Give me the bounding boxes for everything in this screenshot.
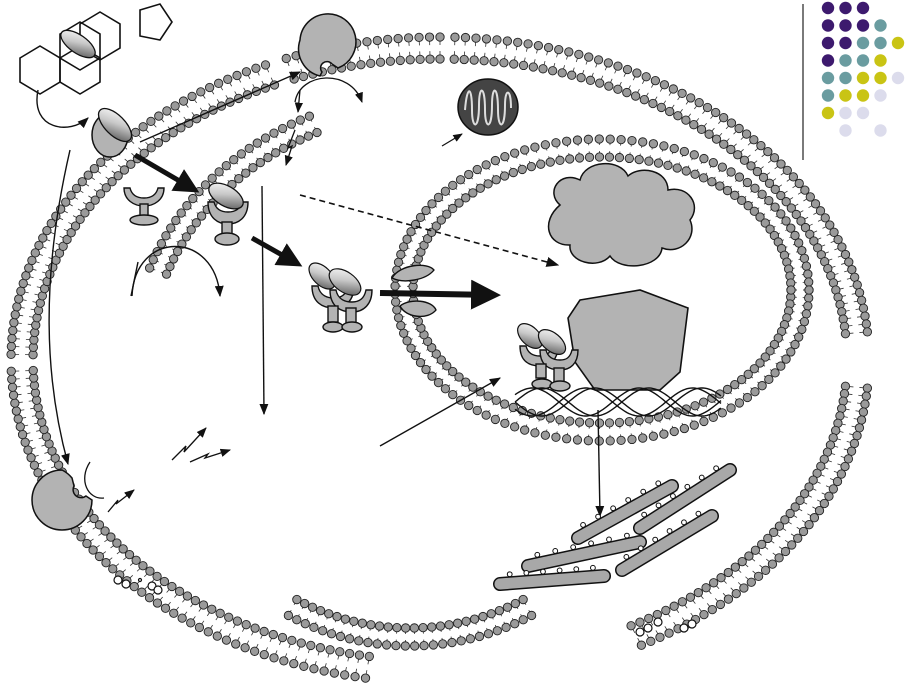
palette-dot (891, 36, 905, 50)
palette-dot (856, 106, 870, 120)
cycle-arrow-bottom (84, 461, 105, 499)
palette-dot (856, 36, 870, 50)
palette-dot (839, 19, 852, 32)
er-cisterna (633, 463, 737, 535)
nuclear-pore-lower (399, 300, 437, 317)
receptor-protein-icon (123, 187, 165, 226)
membrane-receptor-top (91, 107, 133, 158)
palette-dot (839, 1, 852, 15)
vertical-arrow (259, 185, 269, 416)
palette-dot (821, 54, 835, 67)
arrow-to-bottom-protein (48, 149, 71, 466)
vesicle-bubbles (113, 575, 697, 637)
mitochondrion-icon (457, 78, 519, 136)
arrow-to-cytoplasm (133, 152, 200, 193)
er-cisterna (493, 564, 611, 591)
zigzag-arrow-2 (189, 448, 231, 463)
membrane-protein-bottom (31, 469, 93, 531)
palette-dot (821, 1, 835, 15)
nuclear-envelope (390, 134, 814, 446)
er-cisterna (615, 509, 719, 577)
palette-dot (856, 54, 870, 67)
palette-dot (891, 71, 905, 85)
color-dot-palette-icon (821, 1, 905, 137)
palette-dot (821, 19, 835, 32)
zigzag-arrow-3 (107, 489, 135, 513)
palette-dot (874, 19, 887, 32)
palette-dot (874, 36, 887, 50)
arrow-to-top-protein (139, 71, 302, 143)
membrane-layer (6, 32, 873, 683)
palette-dot (839, 54, 852, 67)
hormone-receptor-complex (207, 182, 249, 246)
dna-helix-icon (514, 387, 722, 417)
cell-membrane-lower-right (626, 381, 873, 650)
cell-membrane-left-upper (6, 60, 280, 360)
palette-dot (839, 36, 852, 50)
palette-dot (821, 71, 835, 85)
palette-dot (874, 71, 887, 85)
arrow-to-dna (379, 377, 501, 447)
arrow-to-mito (441, 133, 463, 147)
palette-dot (839, 71, 852, 85)
palette-dot (874, 124, 887, 137)
arrow-into-nucleus (379, 279, 501, 310)
endoplasmic-reticulum-icon (493, 463, 737, 591)
cell-membrane-top-right (449, 32, 873, 339)
cycle-arrow-top (294, 77, 363, 103)
er-cisterna (521, 532, 647, 573)
palette-dot (839, 89, 852, 102)
entry-curve-arrow (36, 89, 89, 129)
arrow-to-dimer (250, 235, 303, 267)
palette-dot (874, 54, 887, 67)
nuclear-pore-upper (391, 264, 435, 282)
cycle-arrow-top-start (294, 89, 303, 114)
palette-dot (821, 89, 835, 102)
arrow-to-er (595, 409, 605, 518)
cycle-arrow-receptor (131, 246, 224, 298)
membrane-protein-top (297, 13, 357, 77)
dashed-arrow-to-ribosome (299, 194, 560, 267)
palette-dot (821, 36, 835, 50)
cycle-arrow-receptor-start (130, 261, 139, 297)
palette-dot (839, 124, 852, 137)
ribosome-icon (547, 162, 696, 267)
palette-dot (821, 106, 835, 120)
er-cisterna (571, 479, 679, 545)
zigzag-arrow-1 (171, 427, 207, 461)
receptor-dimer-complex (308, 262, 373, 333)
palette-dot (839, 106, 852, 120)
rna-polymerase-icon (567, 289, 689, 391)
steroid-molecule-icon (19, 3, 173, 95)
zigzag-arrow-top (284, 129, 296, 166)
palette-dot (856, 19, 870, 32)
palette-dot (856, 89, 870, 102)
palette-dot (856, 1, 870, 15)
cell-membrane-bottom (283, 594, 537, 651)
palette-dot (856, 71, 870, 85)
hormone-ellipse-icon (60, 29, 96, 59)
palette-dot (874, 89, 887, 102)
dna-bound-dimer (517, 323, 579, 392)
